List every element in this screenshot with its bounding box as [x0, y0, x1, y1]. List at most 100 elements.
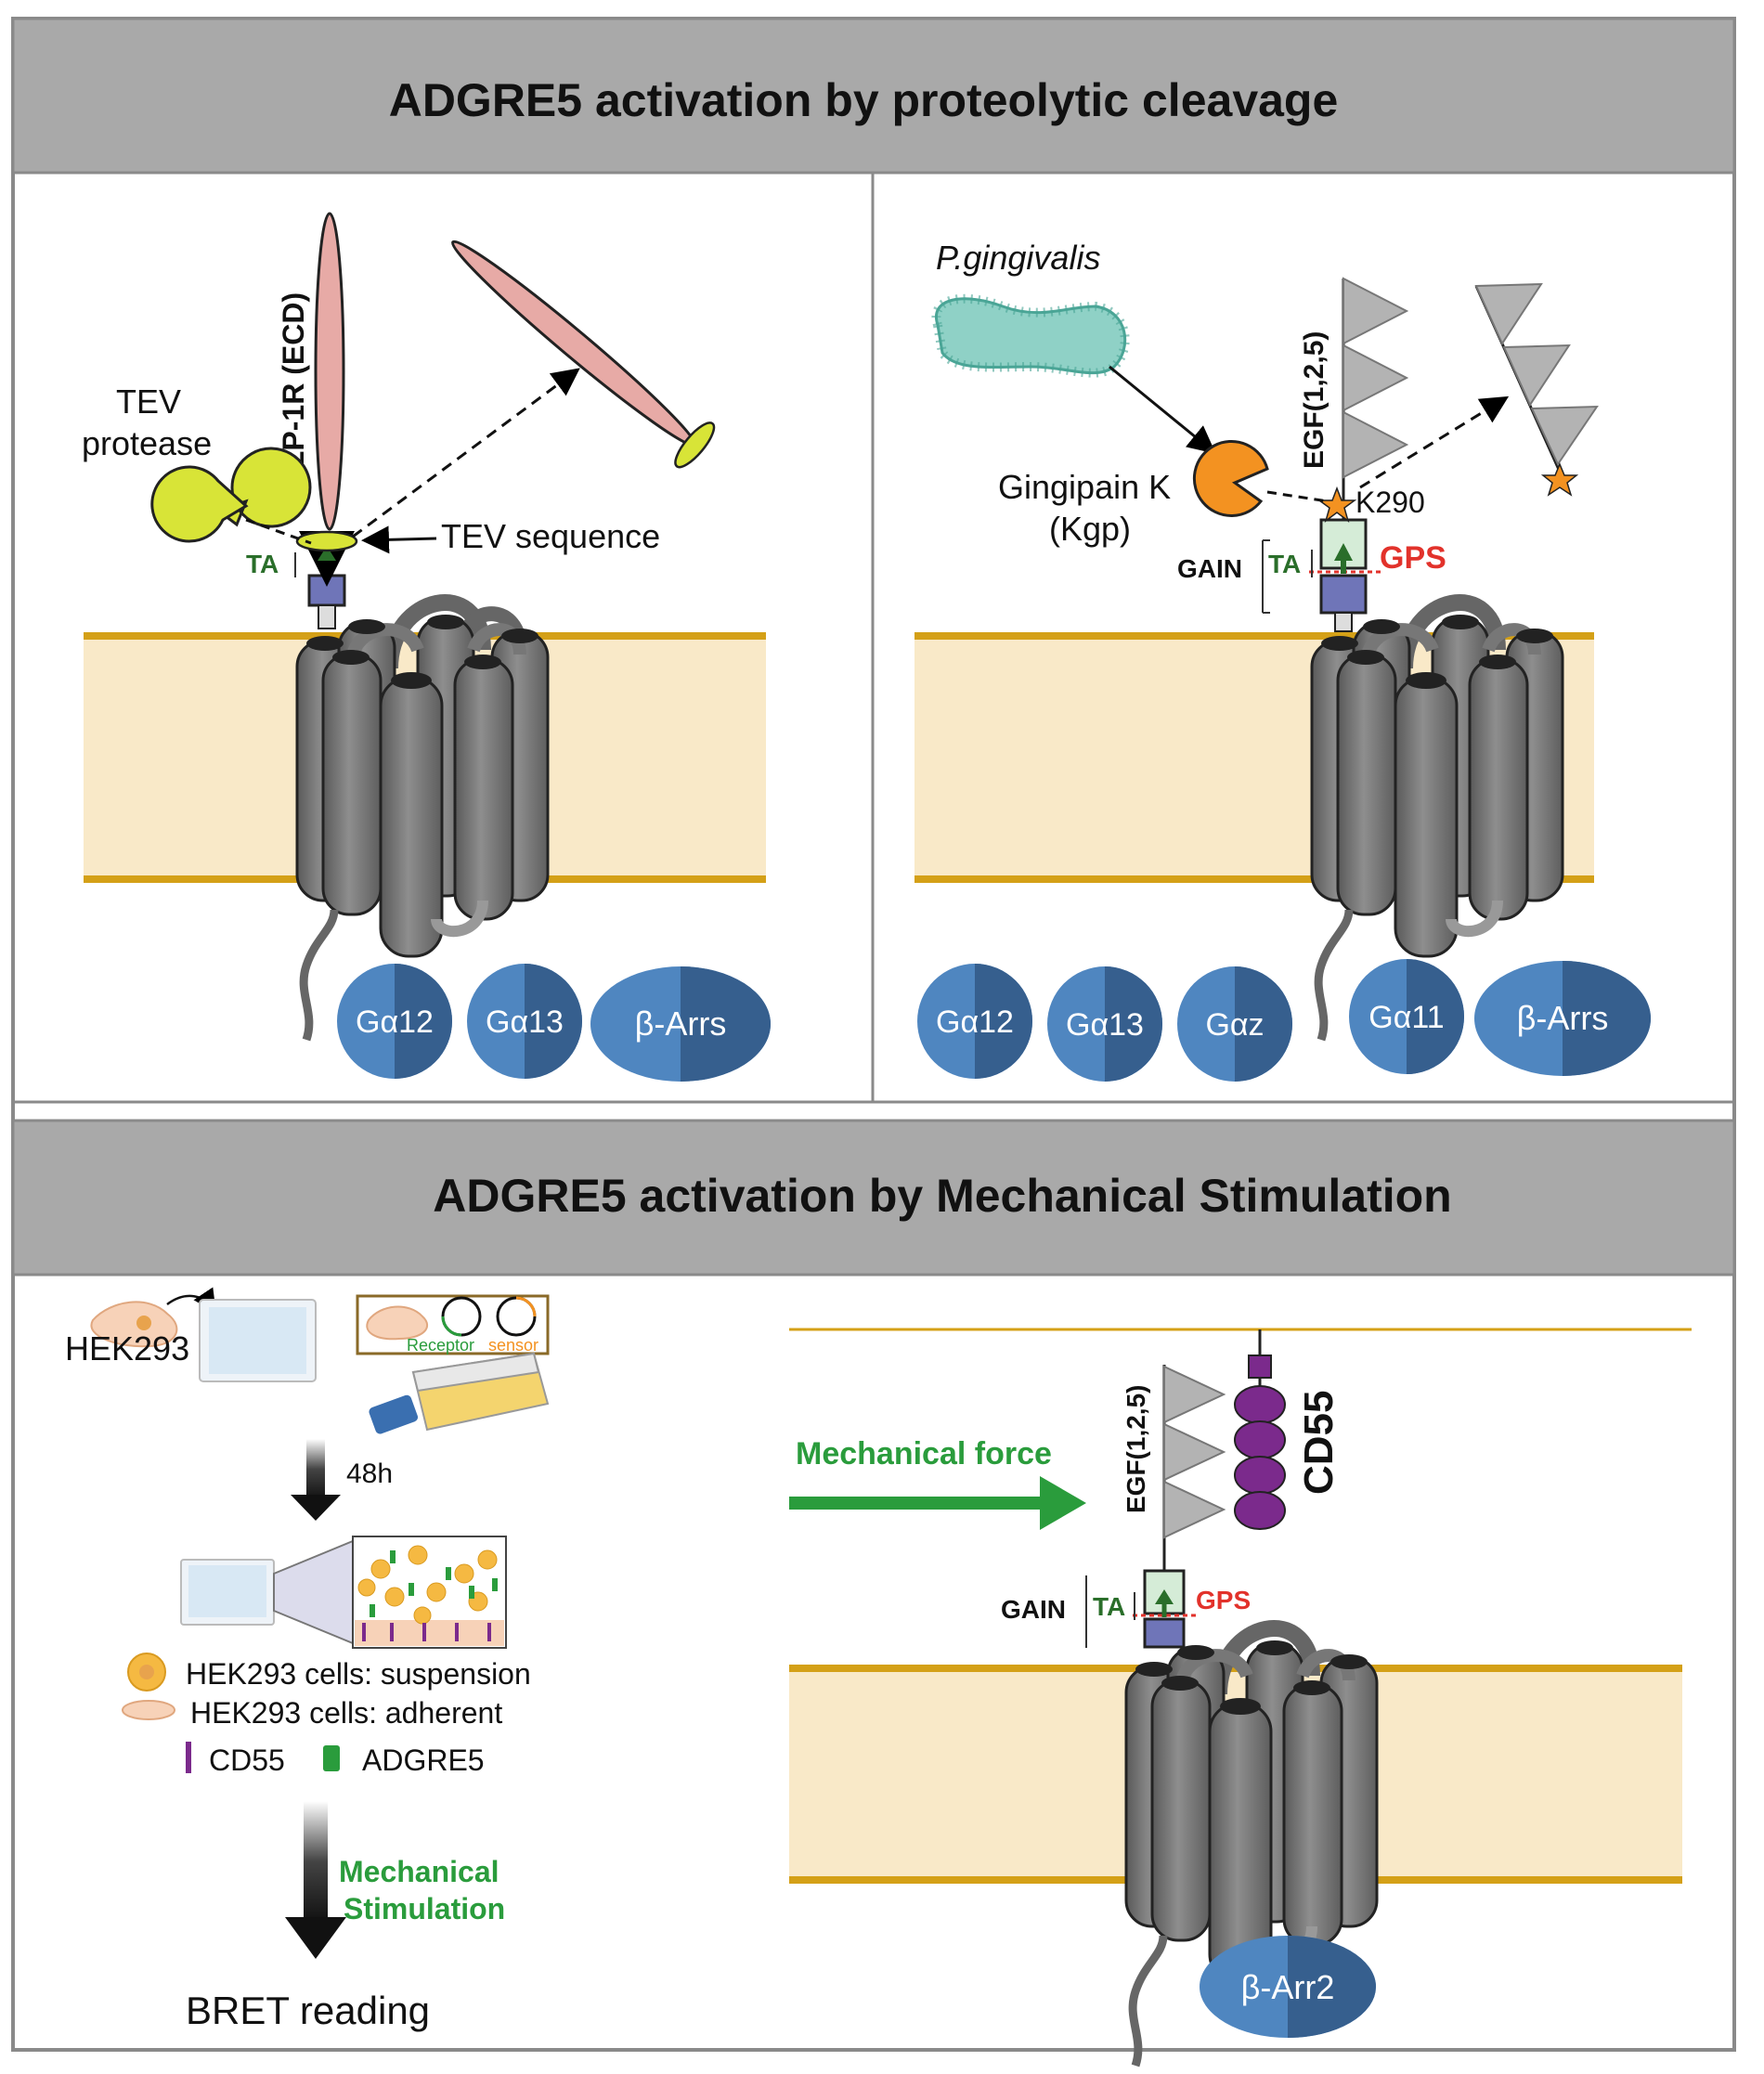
- receptor-label: Receptor: [407, 1336, 474, 1355]
- cleaved-ecd: [450, 240, 716, 469]
- p-gingivalis-label: P.gingivalis: [936, 239, 1100, 277]
- stalk-domain: [307, 574, 346, 607]
- egf-domain: [1163, 1365, 1226, 1424]
- g-protein: β-Arr2: [1200, 1936, 1376, 2038]
- g-protein-label: β-Arrs: [635, 1005, 727, 1043]
- incubation-arrow-head: [291, 1495, 341, 1521]
- gain-lower-box: [1319, 574, 1368, 615]
- bottom-right-panel: GAIN TA GPS EGF(1,2,5) CD55 Mechanical f…: [789, 1328, 1692, 2068]
- cd55-label: CD55: [1296, 1391, 1342, 1496]
- ta-arrow-head: [318, 546, 336, 561]
- gpcr-7tm-receptor: [1310, 594, 1564, 1042]
- legend-adgre5-label: ADGRE5: [362, 1743, 485, 1777]
- tev-protease-dash: [245, 518, 312, 545]
- cd55-anchor: [1248, 1355, 1272, 1379]
- g-protein-label: Gα12: [356, 1005, 434, 1040]
- g-protein-label: Gα12: [936, 1005, 1014, 1040]
- egf-domain: [1342, 344, 1409, 412]
- g-protein: Gα13: [1047, 966, 1162, 1082]
- cd55-domain: [1234, 1420, 1286, 1459]
- mechanical-force-label: Mechanical force: [796, 1436, 1052, 1471]
- gps-label: GPS: [1196, 1586, 1251, 1614]
- legend-cd55-icon: [186, 1742, 191, 1773]
- glp1r-ecd-shape: [314, 212, 345, 531]
- cd55-domain: [1234, 1456, 1286, 1495]
- incubation-arrow-shaft: [306, 1439, 325, 1499]
- gain-label: GAIN: [1001, 1595, 1066, 1624]
- legend-adherent-label: HEK293 cells: adherent: [190, 1696, 502, 1730]
- egf-domain: [1163, 1480, 1226, 1539]
- receptor-markers: [370, 1550, 498, 1617]
- egf-domain: [1342, 277, 1409, 345]
- g-protein-row-top-left: Gα12 Gα13 β-Arrs: [337, 964, 771, 1082]
- bottom-header-title: ADGRE5 activation by Mechanical Stimulat…: [433, 1170, 1451, 1222]
- gingipain-dash: [1266, 490, 1329, 503]
- ta-label: TA: [246, 550, 279, 578]
- g-protein-label: Gαz: [1205, 1007, 1264, 1043]
- g-protein: Gα12: [917, 964, 1032, 1079]
- tev-protease-pacman: [150, 465, 249, 543]
- k290-label: K290: [1355, 486, 1425, 519]
- release-arrow: [1359, 395, 1510, 489]
- g-protein-label: Gα13: [1066, 1007, 1144, 1043]
- mechanical-force-arrow-shaft: [789, 1497, 1049, 1510]
- gingipain-label: Gingipain K(Kgp): [998, 468, 1171, 548]
- g-protein: Gα13: [467, 964, 582, 1079]
- stalk-linker: [1334, 612, 1353, 632]
- bret-reading-label: BRET reading: [186, 1989, 430, 2032]
- g-protein-label: Gα13: [486, 1005, 564, 1040]
- bottom-left-panel: HEK293 Receptor sensor 48h: [65, 1287, 550, 2032]
- bacterium-to-protease-arrow: [1109, 365, 1216, 454]
- stimulation-arrow-head: [285, 1917, 346, 1959]
- top-header-title: ADGRE5 activation by proteolytic cleavag…: [389, 74, 1339, 126]
- legend-cd55-label: CD55: [209, 1743, 285, 1777]
- gain-label: GAIN: [1177, 554, 1242, 583]
- hek293-label: HEK293: [65, 1329, 189, 1368]
- suspension-cells: [357, 1545, 498, 1625]
- cleaved-egf: [1474, 282, 1599, 497]
- egf-domain: [1342, 410, 1409, 479]
- legend-adgre5-icon: [323, 1745, 340, 1771]
- g-protein: β-Arrs: [590, 966, 771, 1082]
- bottom-header-bar: [11, 1119, 1736, 1277]
- stalk-linker: [318, 604, 336, 629]
- gpcr-7tm-receptor: [1124, 1620, 1379, 2068]
- ta-arrow-head: [1155, 1589, 1174, 1604]
- sensor-label: sensor: [488, 1336, 538, 1355]
- culture-flask-icon: [369, 1352, 550, 1434]
- g-protein: Gα12: [337, 964, 452, 1079]
- g-protein: Gα11: [1349, 959, 1464, 1074]
- gingipain-k-icon: [1192, 439, 1269, 517]
- g-protein: Gαz: [1177, 966, 1292, 1082]
- gps-label: GPS: [1380, 540, 1446, 576]
- cd55-domain: [1234, 1491, 1286, 1530]
- egf-domain: [1163, 1422, 1226, 1482]
- legend-adherent-icon: [122, 1700, 175, 1720]
- ta-label: TA: [1268, 550, 1301, 578]
- mechanical-force-arrow-head: [1040, 1476, 1086, 1530]
- top-right-panel: GAIN TA GPS EGF(1,2,5) K290 P.gingiva: [914, 239, 1651, 1082]
- egf-label: EGF(1,2,5): [1122, 1385, 1150, 1513]
- g-protein-label: Gα11: [1368, 1000, 1444, 1035]
- g-protein-label: β-Arrs: [1517, 999, 1609, 1037]
- tev-sequence-pointer: [361, 525, 437, 554]
- cd55-domain: [1234, 1385, 1286, 1424]
- ta-label: TA: [1093, 1592, 1125, 1621]
- g-protein-row-top-right: Gα12 Gα13 Gαz Gα11 β-Arrs: [917, 959, 1651, 1082]
- p-gingivalis-bacterium-icon: [931, 293, 1130, 378]
- release-arrow: [352, 368, 580, 538]
- stimulation-arrow-shaft: [304, 1801, 328, 1922]
- c-terminal-tail: [299, 909, 339, 1042]
- tev-sequence-label: TEV sequence: [441, 517, 660, 555]
- gpcr-7tm-receptor: [295, 594, 550, 958]
- hek-cell-icon: [90, 1301, 178, 1348]
- k290-star: [1317, 486, 1357, 523]
- incubation-time-label: 48h: [346, 1458, 393, 1489]
- g-protein-label: β-Arr2: [1241, 1968, 1335, 2006]
- legend-suspension-label: HEK293 cells: suspension: [186, 1657, 531, 1691]
- ta-arrow-head: [1334, 543, 1353, 561]
- top-header-bar: [11, 17, 1736, 175]
